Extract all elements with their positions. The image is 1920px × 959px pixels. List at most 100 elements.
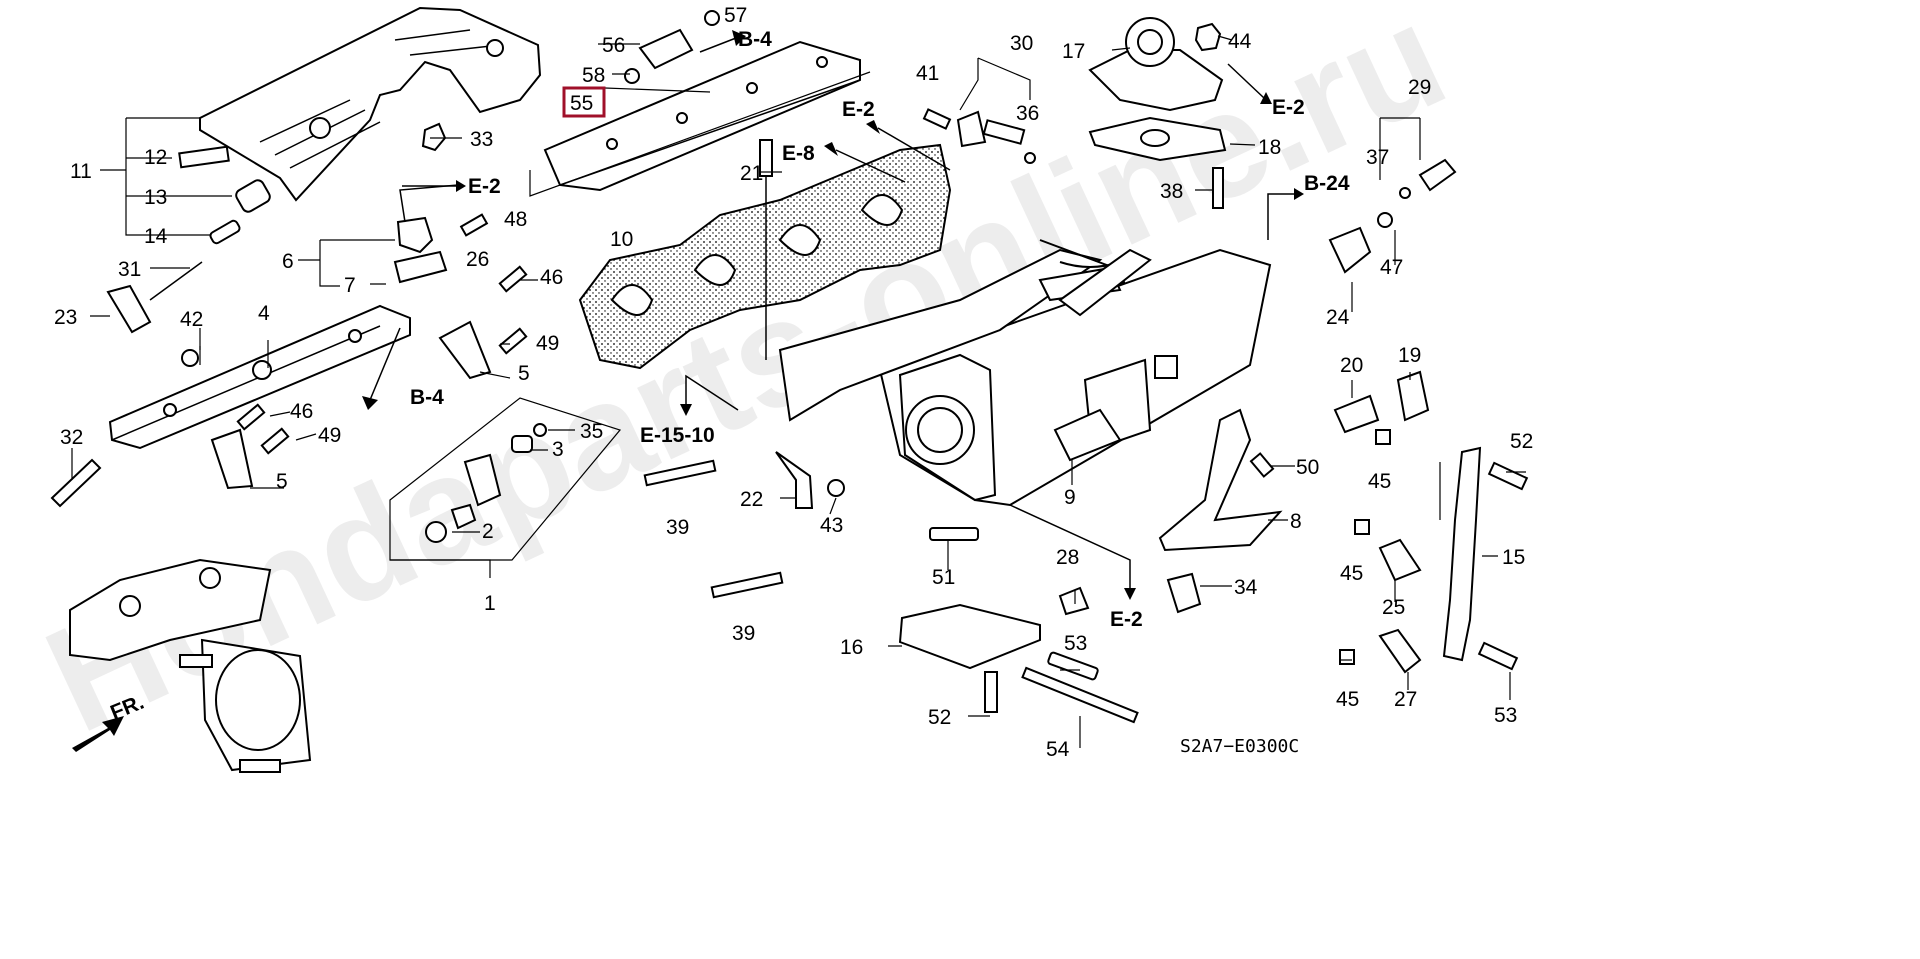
bolt-41[interactable] <box>922 108 952 130</box>
callout-8[interactable]: 8 <box>1290 510 1302 533</box>
callout-1[interactable]: 1 <box>484 592 496 615</box>
stud-21[interactable] <box>759 139 773 360</box>
intake-manifold[interactable] <box>778 239 1272 507</box>
callout-48[interactable]: 48 <box>504 208 527 231</box>
callout-49b[interactable]: 49 <box>318 424 341 447</box>
pressure-regulator-6[interactable] <box>393 184 459 284</box>
callout-25[interactable]: 25 <box>1382 596 1405 619</box>
callout-27[interactable]: 27 <box>1394 688 1417 711</box>
bolts-bottom[interactable] <box>929 429 1529 724</box>
callout-31[interactable]: 31 <box>118 258 141 281</box>
sensor-29[interactable] <box>1399 158 1457 199</box>
callout-23[interactable]: 23 <box>54 306 77 329</box>
insulator-13[interactable] <box>234 178 272 214</box>
ref-b4-top[interactable]: B-4 <box>738 28 772 51</box>
callout-14[interactable]: 14 <box>144 225 168 248</box>
ref-e2-top-right[interactable]: E-2 <box>1272 96 1305 119</box>
stud-31[interactable] <box>149 261 203 301</box>
grommet-33[interactable] <box>421 122 447 152</box>
callout-28[interactable]: 28 <box>1056 546 1079 569</box>
callout-17[interactable]: 17 <box>1062 40 1085 63</box>
callout-49a[interactable]: 49 <box>536 332 559 355</box>
callout-18[interactable]: 18 <box>1258 136 1281 159</box>
callout-21[interactable]: 21 <box>740 162 763 185</box>
callout-4[interactable]: 4 <box>258 302 270 325</box>
callout-3[interactable]: 3 <box>552 438 564 461</box>
pcv-tubes[interactable] <box>1038 248 1152 317</box>
callout-32[interactable]: 32 <box>60 426 83 449</box>
callout-54[interactable]: 54 <box>1046 738 1070 761</box>
sensor-30[interactable] <box>956 110 1036 164</box>
callout-24[interactable]: 24 <box>1326 306 1350 329</box>
bracket-27[interactable] <box>1378 628 1422 674</box>
manifold-gasket[interactable] <box>578 143 952 370</box>
gasket-18[interactable] <box>1088 116 1227 162</box>
callout-42[interactable]: 42 <box>180 308 203 331</box>
callout-39b[interactable]: 39 <box>732 622 755 645</box>
stay-15[interactable] <box>1442 446 1482 662</box>
callout-57[interactable]: 57 <box>724 4 747 27</box>
clips-28-34[interactable] <box>1058 572 1202 616</box>
callout-58[interactable]: 58 <box>582 64 605 87</box>
clips-19-20[interactable] <box>1333 370 1430 434</box>
ref-e2-left[interactable]: E-2 <box>468 175 501 198</box>
callout-12[interactable]: 12 <box>144 146 167 169</box>
callout-34[interactable]: 34 <box>1234 576 1258 599</box>
callout-37[interactable]: 37 <box>1366 146 1389 169</box>
bracket-25[interactable] <box>1378 538 1422 582</box>
callout-9[interactable]: 9 <box>1064 486 1076 509</box>
callout-35[interactable]: 35 <box>580 420 603 443</box>
callout-55[interactable]: 55 <box>570 92 593 115</box>
callout-47[interactable]: 47 <box>1380 256 1403 279</box>
callout-2[interactable]: 2 <box>482 520 494 543</box>
callout-43[interactable]: 43 <box>820 514 843 537</box>
bracket-24[interactable] <box>1328 212 1393 274</box>
ref-e8[interactable]: E-8 <box>782 142 815 165</box>
callout-45c[interactable]: 45 <box>1336 688 1359 711</box>
callout-13[interactable]: 13 <box>144 186 167 209</box>
nut-42[interactable] <box>181 349 199 367</box>
callout-45b[interactable]: 45 <box>1340 562 1363 585</box>
callout-45a[interactable]: 45 <box>1368 470 1391 493</box>
callout-29[interactable]: 29 <box>1408 76 1431 99</box>
ref-e2-bottom[interactable]: E-2 <box>1110 608 1143 631</box>
ref-e15-10[interactable]: E-15-10 <box>640 424 715 447</box>
bracket-8[interactable] <box>1158 408 1283 552</box>
callout-53a[interactable]: 53 <box>1064 632 1087 655</box>
engine-cover[interactable] <box>178 6 542 202</box>
throttle-body-area[interactable] <box>69 558 312 773</box>
callout-5b[interactable]: 5 <box>276 470 288 493</box>
callout-53b[interactable]: 53 <box>1494 704 1517 727</box>
fuel-rail[interactable] <box>108 304 411 450</box>
bracket-23[interactable] <box>106 284 152 334</box>
callout-39a[interactable]: 39 <box>666 516 689 539</box>
callout-22[interactable]: 22 <box>740 488 763 511</box>
callout-16[interactable]: 16 <box>840 636 863 659</box>
bracket-16[interactable] <box>898 603 1041 670</box>
injector-base-55[interactable] <box>543 40 861 192</box>
callout-52a[interactable]: 52 <box>1510 430 1533 453</box>
callout-52b[interactable]: 52 <box>928 706 951 729</box>
callout-30[interactable]: 30 <box>1010 32 1033 55</box>
ref-b24[interactable]: B-24 <box>1304 172 1350 195</box>
nut-44[interactable] <box>1194 22 1222 52</box>
callout-10[interactable]: 10 <box>610 228 633 251</box>
ref-e2-center[interactable]: E-2 <box>842 98 875 121</box>
callout-50[interactable]: 50 <box>1296 456 1319 479</box>
callout-6[interactable]: 6 <box>282 250 294 273</box>
callout-7[interactable]: 7 <box>344 274 356 297</box>
callout-20[interactable]: 20 <box>1340 354 1363 377</box>
bracket-9[interactable] <box>1053 408 1122 462</box>
stud-38[interactable] <box>1212 167 1224 209</box>
callout-19[interactable]: 19 <box>1398 344 1421 367</box>
callout-5a[interactable]: 5 <box>518 362 530 385</box>
callout-44[interactable]: 44 <box>1228 30 1252 53</box>
purge-valve-17[interactable] <box>1088 17 1224 112</box>
callout-15[interactable]: 15 <box>1502 546 1525 569</box>
injector-assembly[interactable] <box>425 423 547 543</box>
callout-38[interactable]: 38 <box>1160 180 1183 203</box>
bolt-32[interactable] <box>50 458 102 508</box>
bracket-22[interactable] <box>775 451 845 509</box>
bolts-46-49[interactable] <box>236 213 528 455</box>
callout-36[interactable]: 36 <box>1016 102 1039 125</box>
